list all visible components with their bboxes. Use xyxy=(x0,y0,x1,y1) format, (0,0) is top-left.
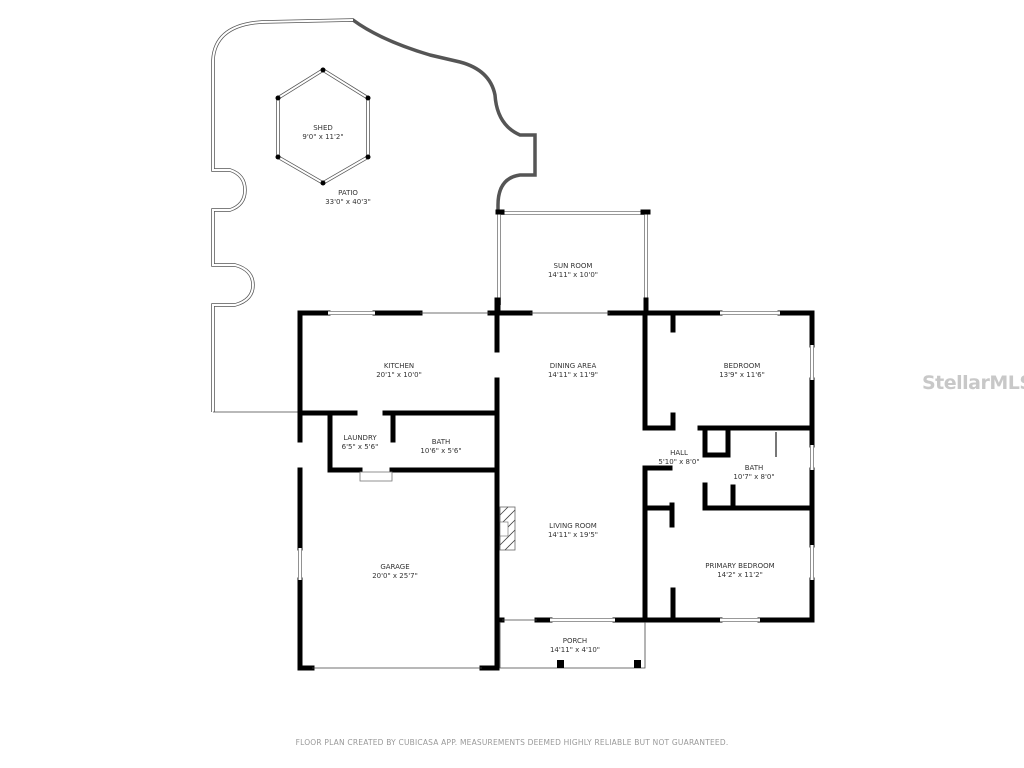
primary-bedroom-size: 14'2" x 11'2" xyxy=(717,571,763,579)
porch-label: PORCH xyxy=(563,637,587,645)
bedroom-size: 13'9" x 11'6" xyxy=(719,371,765,379)
bath-label: BATH xyxy=(432,438,451,446)
sun-room-walls xyxy=(495,209,651,316)
living-room-label: LIVING ROOM xyxy=(549,522,597,530)
kitchen-size: 20'1" x 10'0" xyxy=(376,371,422,379)
watermark-logo: StellarMLS xyxy=(922,372,1024,394)
fireplace xyxy=(499,506,516,551)
room-labels: SHED 9'0" x 11'2" PATIO 33'0" x 40'3" SU… xyxy=(302,124,774,654)
laundry-label: LAUNDRY xyxy=(343,434,377,442)
shed-label: SHED xyxy=(313,124,333,132)
walls xyxy=(297,297,815,671)
dining-area-label: DINING AREA xyxy=(550,362,597,370)
shed-size: 9'0" x 11'2" xyxy=(302,133,343,141)
patio-label: PATIO xyxy=(338,189,358,197)
kitchen-label: KITCHEN xyxy=(384,362,414,370)
shed-outline xyxy=(275,67,371,186)
bath-2-label: BATH xyxy=(745,464,764,472)
garage-label: GARAGE xyxy=(380,563,409,571)
laundry-step xyxy=(359,471,393,482)
laundry-size: 6'5" x 5'6" xyxy=(342,443,379,451)
hall-size: 5'10" x 8'0" xyxy=(658,458,699,466)
bath-2-size: 10'7" x 8'0" xyxy=(733,473,774,481)
windows xyxy=(298,311,814,669)
patio-outline xyxy=(211,18,537,413)
porch-size: 14'11" x 4'10" xyxy=(550,646,600,654)
garage-size: 20'0" x 25'7" xyxy=(372,572,418,580)
hall-label: HALL xyxy=(670,449,688,457)
bedroom-label: BEDROOM xyxy=(724,362,761,370)
footer-disclaimer: FLOOR PLAN CREATED BY CUBICASA APP. MEAS… xyxy=(295,738,729,747)
living-room-size: 14'11" x 19'5" xyxy=(548,531,598,539)
sun-room-size: 14'11" x 10'0" xyxy=(548,271,598,279)
patio-size: 33'0" x 40'3" xyxy=(325,198,371,206)
porch-outline xyxy=(499,622,646,669)
primary-bedroom-label: PRIMARY BEDROOM xyxy=(705,562,774,570)
dining-area-size: 14'11" x 11'9" xyxy=(548,371,598,379)
sun-room-label: SUN ROOM xyxy=(554,262,593,270)
bath-size: 10'6" x 5'6" xyxy=(420,447,461,455)
